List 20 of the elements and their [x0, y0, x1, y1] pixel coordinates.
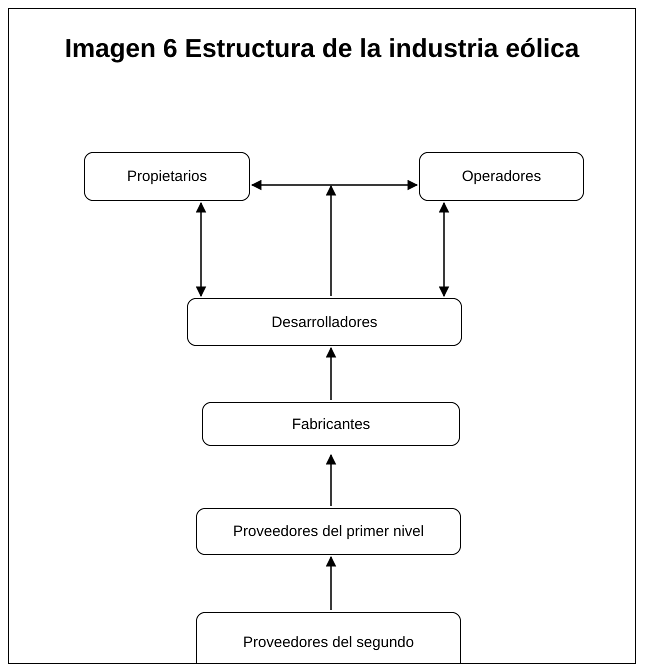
box-label: Operadores: [462, 168, 542, 185]
box-label: Proveedores del segundo: [243, 634, 414, 650]
box-label: Propietarios: [126, 168, 208, 185]
arrow: [250, 180, 418, 190]
arrow: [326, 184, 336, 296]
process-box: [196, 612, 461, 663]
arrow: [326, 346, 336, 400]
box-label: Fabricantes: [292, 416, 370, 432]
process-box: [84, 152, 250, 201]
process-box: [187, 298, 462, 346]
arrow: [438, 202, 450, 298]
process-box: [196, 508, 461, 555]
arrow: [326, 454, 336, 506]
title: Imagen 6 Estructura de la industria eólica: [64, 32, 580, 65]
arrow: [326, 556, 336, 610]
process-box: [202, 402, 460, 446]
box-label: Proveedores del primer nivel: [233, 523, 424, 540]
box-label: Desarrolladores: [272, 314, 378, 330]
arrow: [196, 202, 206, 298]
process-box: [419, 152, 584, 201]
